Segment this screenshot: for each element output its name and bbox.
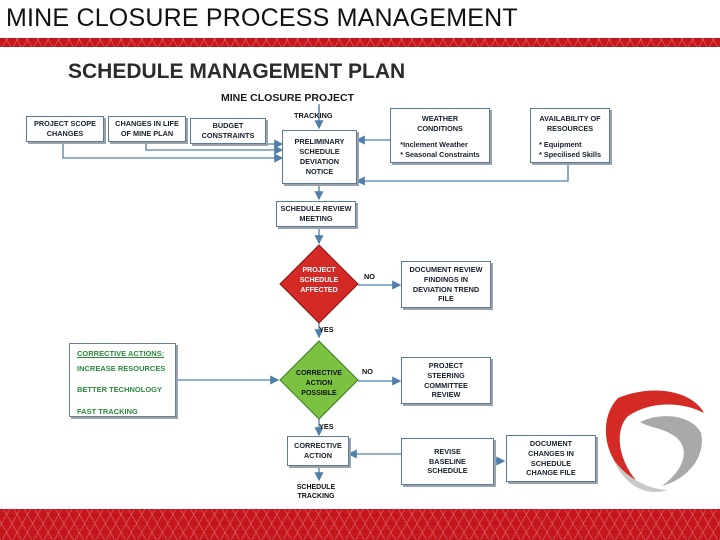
decision-diamond-schedule-affected: [279, 244, 359, 324]
bottom-decorative-band: [0, 509, 720, 540]
decision-line: ACTION: [305, 380, 333, 388]
schedule-tracking-label: SCHEDULE TRACKING: [281, 483, 351, 502]
box-line: FILE: [438, 294, 454, 304]
box-line: OF MINE PLAN: [120, 129, 174, 138]
box-line: SCHEDULE: [530, 458, 572, 468]
top-decorative-band: [0, 38, 720, 47]
slide-title: MINE CLOSURE PROCESS MANAGEMENT: [6, 4, 518, 32]
box-document-changes: DOCUMENT CHANGES IN SCHEDULE CHANGE FILE: [506, 435, 596, 482]
diagram-subtitle: MINE CLOSURE PROJECT: [221, 92, 355, 104]
box-line: FINDINGS IN: [423, 274, 469, 284]
box-line: WEATHER: [421, 114, 459, 123]
corrective-action-item: INCREASE RESOURCES: [77, 364, 166, 373]
box-line: DEVIATION TREND: [412, 284, 480, 294]
box-document-review-findings: DOCUMENT REVIEW FINDINGS IN DEVIATION TR…: [401, 261, 491, 308]
box-line: CHANGES IN LIFE: [115, 119, 179, 129]
box-line: DEVIATION: [299, 157, 340, 166]
box-item: * Seasonal Constraints: [400, 149, 480, 159]
box-line: CHANGES IN: [528, 448, 574, 458]
no-label-2: NO: [362, 367, 373, 376]
box-line: MEETING: [299, 214, 333, 223]
box-line: DOCUMENT REVIEW: [409, 264, 483, 274]
box-line: PROJECT: [428, 360, 464, 370]
decision-2-text: CORRECTIVE ACTION POSSIBLE: [284, 369, 354, 399]
box-project-steering-committee-review: PROJECT STEERING COMMITTEE REVIEW: [401, 357, 491, 404]
corrective-action-item: FAST TRACKING: [77, 407, 138, 416]
box-line: CHANGE FILE: [526, 468, 576, 478]
box-line: CONDITIONS: [417, 123, 463, 133]
corrective-actions-box: CORRECTIVE ACTIONS: INCREASE RESOURCES B…: [69, 343, 176, 417]
box-line: CORRECTIVE: [294, 441, 342, 451]
box-line: DOCUMENT: [529, 438, 573, 448]
corporate-logo-icon: [605, 390, 704, 493]
decision-line: SCHEDULE: [299, 277, 339, 285]
box-line: REVISE: [434, 446, 461, 456]
box-line: RESOURCES: [546, 123, 594, 133]
box-line: PROJECT SCOPE: [33, 119, 97, 129]
box-item: * Specilised Skills: [538, 149, 602, 159]
box-line: SCHEDULE: [427, 466, 468, 476]
tracking-label: TRACKING: [294, 111, 333, 120]
tracking-line: TRACKING: [297, 493, 335, 501]
box-preliminary-schedule-deviation-notice: PRELIMINARY SCHEDULE DEVIATION NOTICE: [282, 130, 357, 184]
box-line: SCHEDULE REVIEW: [280, 204, 352, 214]
decision-line: AFFECTED: [300, 287, 338, 295]
box-item: * Equipment: [538, 139, 582, 149]
yes-label-2: YES: [319, 422, 334, 431]
box-line: COMMITTEE: [424, 380, 468, 390]
box-revise-baseline-schedule: REVISE BASELINE SCHEDULE: [401, 438, 494, 485]
box-line: REVIEW: [431, 390, 461, 400]
box-item: *Inclement Weather: [400, 139, 468, 149]
yes-label-1: YES: [319, 325, 334, 334]
box-line: BUDGET: [212, 121, 244, 131]
decision-1-text: PROJECT SCHEDULE AFFECTED: [284, 266, 354, 296]
diagram-title: SCHEDULE MANAGEMENT PLAN: [68, 60, 406, 83]
no-label-1: NO: [364, 272, 375, 281]
corrective-actions-heading: CORRECTIVE ACTIONS:: [77, 349, 165, 358]
box-line: NOTICE: [305, 166, 334, 176]
box-line: SCHEDULE: [299, 147, 340, 157]
box-line: BASELINE: [429, 456, 466, 466]
box-weather-conditions: WEATHER CONDITIONS *Inclement Weather * …: [390, 108, 490, 163]
decision-line: PROJECT: [302, 267, 336, 274]
box-availability-of-resources: AVAILABILITY OF RESOURCES * Equipment * …: [530, 108, 610, 163]
tracking-line: SCHEDULE: [296, 484, 336, 491]
decision-line: CORRECTIVE: [296, 370, 342, 377]
box-line: CHANGES: [46, 129, 84, 138]
box-line: CONSTRAINTS: [201, 131, 255, 140]
box-line: PRELIMINARY: [294, 137, 345, 147]
corrective-action-item: BETTER TECHNOLOGY: [77, 385, 163, 394]
decision-line: POSSIBLE: [301, 390, 337, 398]
box-line: ACTION: [304, 451, 332, 460]
box-line: AVAILABILITY OF: [539, 114, 601, 123]
decision-diamond-corrective-action: [279, 340, 359, 420]
box-line: STEERING: [427, 370, 465, 380]
